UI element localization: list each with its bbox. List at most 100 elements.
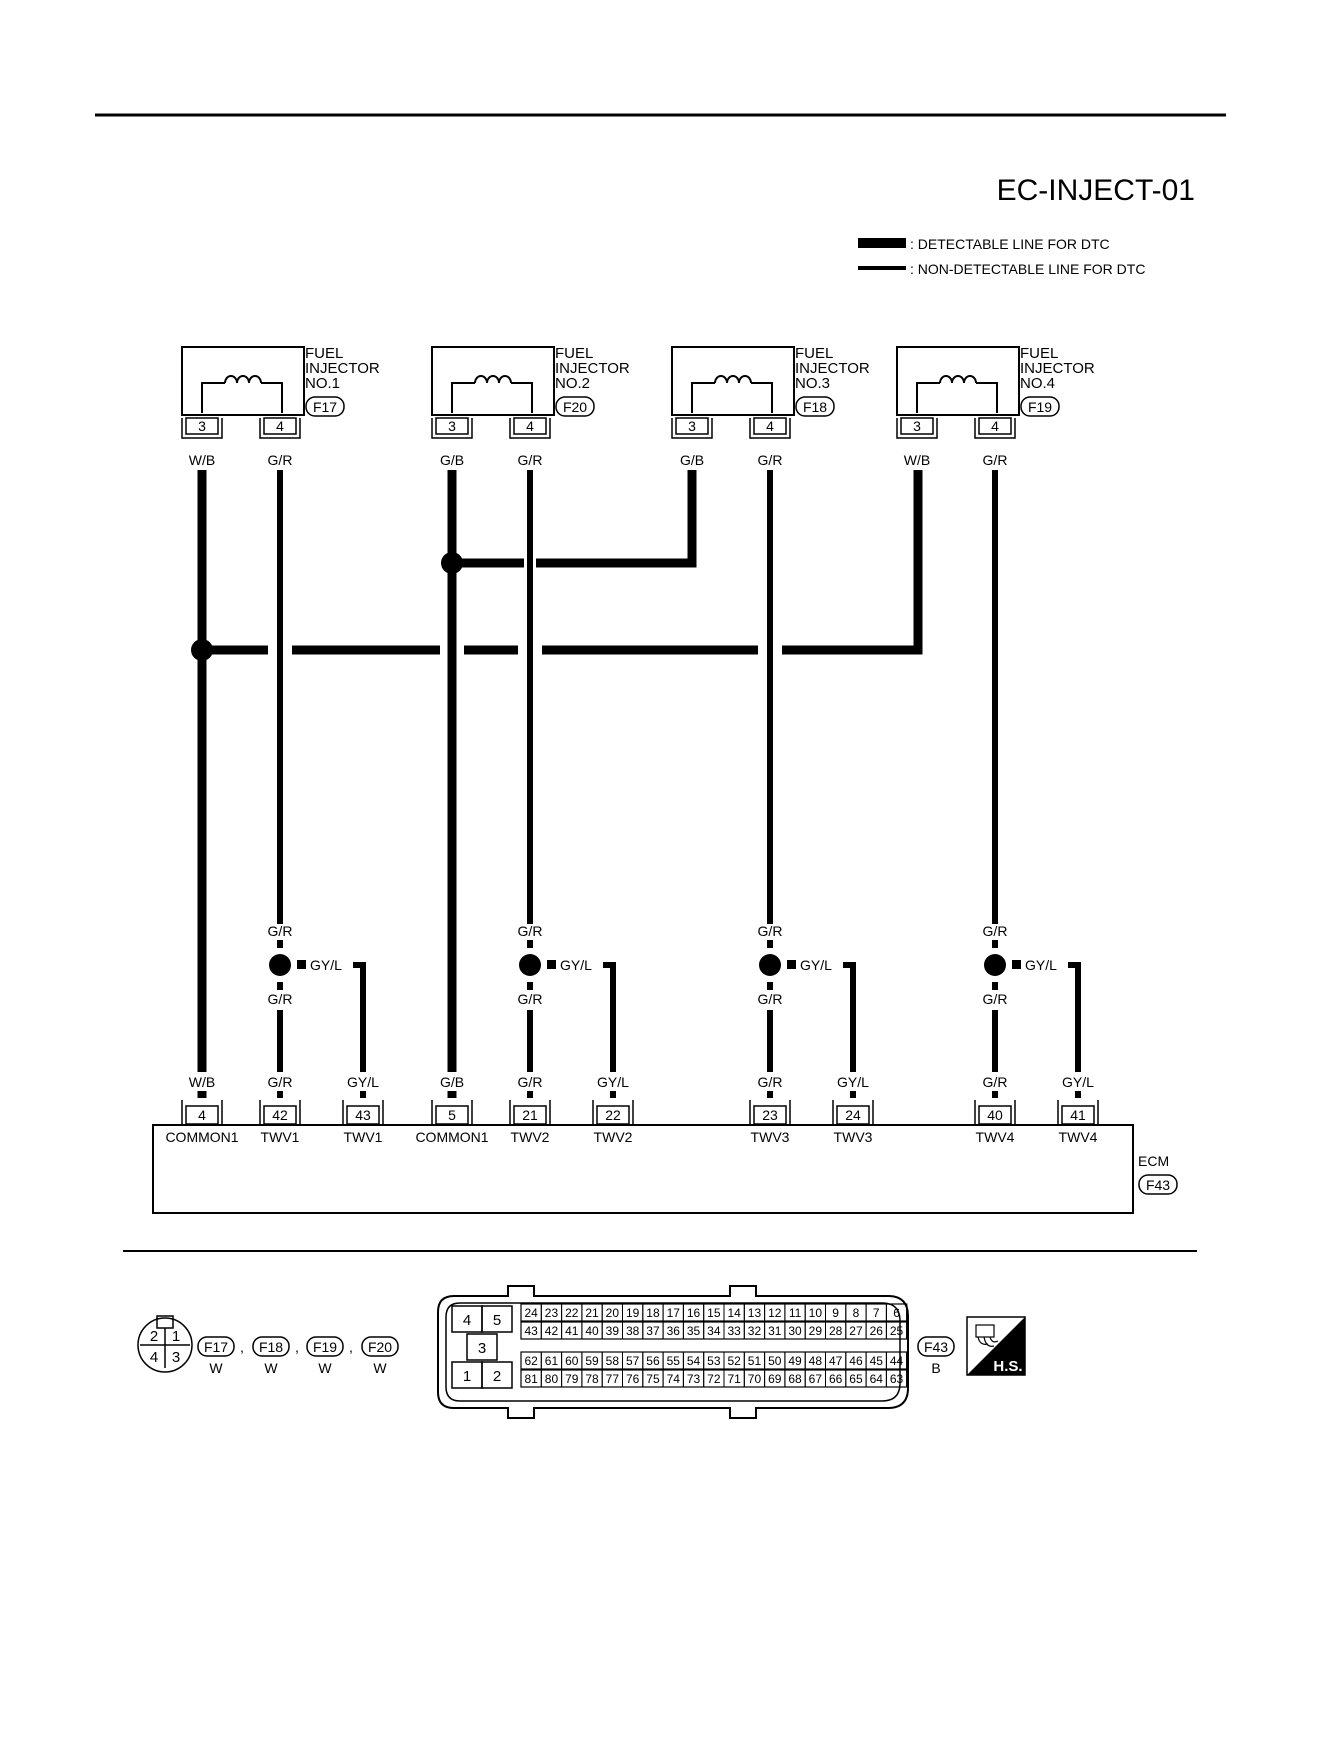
ecm-grid-pin: 50	[768, 1354, 782, 1368]
injector-name-line2: INJECTOR	[555, 360, 630, 377]
ecm-grid-pin: 32	[748, 1324, 762, 1338]
small-pin-3: 3	[172, 1349, 180, 1366]
wire-gb-inj3	[536, 470, 697, 568]
ecm-box	[152, 1124, 1134, 1214]
pin-housing	[181, 418, 223, 439]
small-ref-separator: ,	[240, 1339, 244, 1355]
ecm-ref-id: F43	[924, 1339, 948, 1355]
splice-upper-color: G/R	[518, 923, 543, 939]
ecm-grid-pin: 77	[606, 1372, 620, 1386]
ecm-pin-name: TWV2	[594, 1129, 633, 1145]
ecm-bigpin-2: 2	[493, 1368, 501, 1385]
ecm-grid-pin: 45	[870, 1354, 884, 1368]
branch-wire	[353, 962, 366, 1072]
ecm-grid-pin: 18	[646, 1306, 660, 1320]
ecm-grid-pin: 35	[687, 1324, 701, 1338]
branch-wire	[1068, 962, 1081, 1072]
ecm-grid-pin: 26	[870, 1324, 884, 1338]
pin-box	[435, 417, 469, 435]
ecm-ref-badge	[917, 1336, 955, 1357]
small-connector-view: 2 1 4 3	[137, 1315, 193, 1373]
ecm-grid-pin: 72	[707, 1372, 721, 1386]
small-connector-body	[137, 1317, 193, 1373]
ecm-pin-wire-color: G/R	[983, 1074, 1008, 1090]
ecm-pin-number: 4	[198, 1107, 206, 1123]
ecm-pin-wire-color: G/B	[440, 1074, 464, 1090]
injector-connector-id: F18	[803, 399, 827, 415]
ecm-pin-housing	[431, 1100, 473, 1125]
ecm-pin-housing	[181, 1100, 223, 1125]
small-ref-badge	[252, 1336, 290, 1357]
ecm-grid-pin: 58	[606, 1354, 620, 1368]
legend-thin-line	[858, 266, 906, 270]
injector-name-line2: INJECTOR	[1020, 360, 1095, 377]
ecm-grid-pin: 33	[727, 1324, 741, 1338]
ecm-grid-pin: 40	[585, 1324, 599, 1338]
ecm-grid-pin: 20	[606, 1306, 620, 1320]
ecm-pin-wire-color: G/R	[268, 1074, 293, 1090]
branch-stub	[297, 960, 306, 969]
injector-name-line1: FUEL	[305, 345, 343, 362]
pin-box	[185, 417, 219, 435]
ecm-grid-pin: 64	[870, 1372, 884, 1386]
ecm-grid-pin: 52	[727, 1354, 741, 1368]
injector-connector-id: F20	[563, 399, 587, 415]
ecm-grid-pin: 37	[646, 1324, 660, 1338]
ecm-grid-pin: 41	[565, 1324, 579, 1338]
ecm-grid-pin: 54	[687, 1354, 701, 1368]
ecm-grid-pin: 68	[788, 1372, 802, 1386]
ecm-grid-pin: 57	[626, 1354, 640, 1368]
ecm-pin-housing	[342, 1100, 384, 1125]
injector-lead	[691, 382, 773, 413]
ecm-grid-pin: 16	[687, 1306, 701, 1320]
ecm-pin-wire-color: G/R	[518, 1074, 543, 1090]
hs-badge-text: H.S.	[993, 1358, 1022, 1375]
ecm-pin-number: 40	[987, 1107, 1003, 1123]
splice-1: G/RG/RGY/L	[268, 923, 366, 1072]
injector-name-line3: NO.2	[555, 375, 590, 392]
ecm-grid-pin: 22	[565, 1306, 579, 1320]
ecm-grid-pin: 49	[788, 1354, 802, 1368]
ecm-grid-pin: 24	[524, 1306, 538, 1320]
ecm-grid-pin: 19	[626, 1306, 640, 1320]
ecm-bigpin-box-3	[466, 1333, 498, 1361]
pin-housing	[749, 418, 791, 439]
pin-housing	[671, 418, 713, 439]
ecm-pin-wire-color: GY/L	[597, 1074, 629, 1090]
injector-wire-color: W/B	[189, 452, 215, 468]
injector-body	[431, 346, 555, 416]
ecm-bigpin-5: 5	[493, 1312, 501, 1329]
splice-branch-color: GY/L	[1025, 957, 1057, 973]
splice-upper-color: G/R	[758, 923, 783, 939]
injector-body	[896, 346, 1020, 416]
pin-housing	[431, 418, 473, 439]
ecm-pin-wire-color: GY/L	[347, 1074, 379, 1090]
small-ref-id: F19	[313, 1339, 337, 1355]
ecm-pin-number: 23	[762, 1107, 778, 1123]
ecm-grid-pin: 61	[545, 1354, 559, 1368]
splice-dot	[759, 954, 781, 976]
injector-connector-badge	[305, 396, 345, 417]
small-ref-badge	[197, 1336, 235, 1357]
pin-housing	[974, 418, 1016, 439]
pin-housing	[896, 418, 938, 439]
splice-lower-color: G/R	[758, 991, 783, 1007]
ecm-grid-pin: 11	[789, 1306, 802, 1320]
injector-wire-color: G/B	[680, 452, 704, 468]
ecm-pin-number: 5	[448, 1107, 456, 1123]
harness-icon	[975, 1324, 999, 1347]
injector-wire-color: G/B	[440, 452, 464, 468]
splice-dot	[269, 954, 291, 976]
splice-upper-color: G/R	[268, 923, 293, 939]
ecm-grid-pin: 17	[667, 1306, 681, 1320]
ecm-grid-pin: 15	[707, 1306, 721, 1320]
ecm-pin-number: 41	[1070, 1107, 1086, 1123]
ecm-pin-wire-color: W/B	[189, 1074, 215, 1090]
